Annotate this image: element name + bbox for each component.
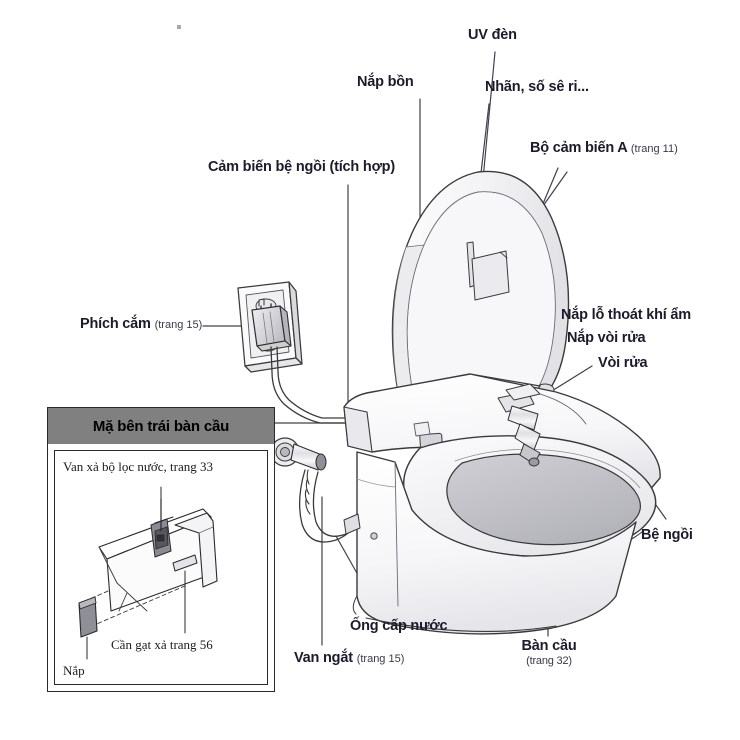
callout-ban-cau-page: (trang 32)	[526, 654, 572, 667]
callout-nap-bon: Nắp bồn	[357, 74, 414, 91]
inset-label-can-gat-xa: Cần gạt xả trang 56	[111, 637, 213, 652]
callout-voi-rua: Vòi rửa	[598, 355, 648, 372]
callout-bo-cam-bien-a-label: Bộ cảm biến A	[530, 140, 628, 156]
inset-panel-left-side-of-toilet: Mặ bên trái bàn cầu	[47, 407, 275, 692]
callout-nap-voi-rua-label: Nắp vòi rửa	[567, 330, 646, 346]
callout-be-ngoi: Bệ ngồi	[641, 527, 693, 544]
callout-ban-cau-label: Bàn cầu	[521, 638, 577, 654]
inset-label-van-xa-bo-loc-nuoc: Van xả bộ lọc nước, trang 33	[63, 459, 214, 474]
callout-van-ngat: Van ngắt (trang 15)	[294, 650, 404, 667]
toilet-seat-bowl-art	[403, 383, 657, 560]
toilet-lid-art	[391, 170, 570, 402]
callout-ong-cap-nuoc: Ống cấp nước	[350, 618, 448, 635]
callout-phich-cam-label: Phích cắm	[80, 316, 151, 332]
inset-panel-header: Mặ bên trái bàn cầu	[48, 408, 274, 444]
wall-outlet-art	[237, 281, 352, 424]
toilet-pedestal-art	[352, 451, 637, 635]
artifact-speck	[177, 25, 181, 29]
callout-phich-cam: Phích cắm (trang 15)	[80, 316, 202, 333]
callout-ban-cau: Bàn cầu (trang 32)	[508, 638, 590, 667]
inset-artwork	[78, 486, 218, 660]
callout-bo-cam-bien-a-page: (trang 11)	[630, 143, 678, 155]
callout-van-ngat-label: Van ngắt	[294, 650, 353, 666]
callout-nap-lo-thoat: Nắp lỗ thoát khí ẩm	[561, 307, 691, 324]
callout-nap-bon-label: Nắp bồn	[357, 74, 414, 90]
callout-nhan-so-se-ri-label: Nhãn, số sê ri...	[485, 79, 589, 95]
callout-nhan-so-se-ri: Nhãn, số sê ri...	[485, 79, 589, 96]
inset-label-nap: Nắp	[63, 663, 85, 678]
callout-van-ngat-page: (trang 15)	[356, 653, 405, 665]
callout-uv-den: UV đèn	[468, 27, 517, 44]
callout-uv-den-label: UV đèn	[468, 27, 517, 43]
callout-ong-cap-nuoc-label: Ống cấp nước	[350, 618, 448, 634]
callout-nap-lo-thoat-label: Nắp lỗ thoát khí ẩm	[561, 307, 691, 323]
inset-panel-title: Mặ bên trái bàn cầu	[92, 417, 230, 435]
callout-bo-cam-bien-a: Bộ cảm biến A (trang 11)	[530, 140, 678, 157]
inset-panel-body: Van xả bộ lọc nước, trang 33 Cần gạt xả …	[54, 450, 268, 685]
callout-phich-cam-page: (trang 15)	[154, 319, 203, 331]
wash-nozzle-art	[497, 383, 587, 467]
callout-cam-bien-be-ngoi: Cảm biến bệ ngồi (tích hợp)	[208, 159, 395, 176]
callout-be-ngoi-label: Bệ ngồi	[641, 527, 693, 543]
callout-voi-rua-label: Vòi rửa	[598, 355, 648, 371]
water-supply-art	[270, 437, 361, 543]
callout-cam-bien-be-ngoi-label: Cảm biến bệ ngồi (tích hợp)	[208, 159, 395, 175]
callout-nap-voi-rua: Nắp vòi rửa	[567, 330, 646, 347]
